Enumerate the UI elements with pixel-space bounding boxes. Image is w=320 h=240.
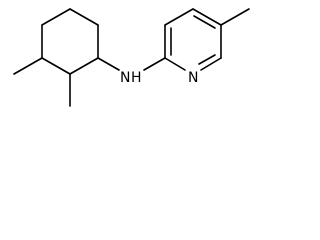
ring-bond-c1-c2 [69, 8, 99, 26]
molecule-structure: N H N [13, 8, 250, 107]
amine-n-label: N [120, 70, 130, 86]
structure-canvas: N H N [0, 0, 284, 126]
pyridine-bond-n1-c2 [164, 57, 186, 71]
pyridine-bond-c4-c5 [192, 8, 222, 26]
pyridine-bond-c6-n1-inner [198, 54, 216, 65]
ring-bond-c4-c5 [41, 57, 71, 75]
methyl-bond-pyridine [220, 8, 250, 26]
cyclohexane-ring [41, 8, 99, 75]
pyridine-bond-c6-n1 [200, 57, 222, 71]
pyridine-n-label: N [188, 70, 198, 86]
amine-h-label: H [131, 70, 142, 86]
ring-bond-c3-c4 [69, 57, 99, 75]
bond-ring-to-nh [97, 57, 120, 71]
bond-nh-to-pyridine [143, 57, 166, 71]
pyridine-ring [164, 8, 222, 71]
methyl-bond-c5 [13, 57, 43, 75]
pyridine-bond-c3-c4 [164, 8, 194, 26]
ring-bond-c6-c1 [41, 8, 71, 26]
pyridine-bond-c4-c5-inner [193, 15, 216, 29]
